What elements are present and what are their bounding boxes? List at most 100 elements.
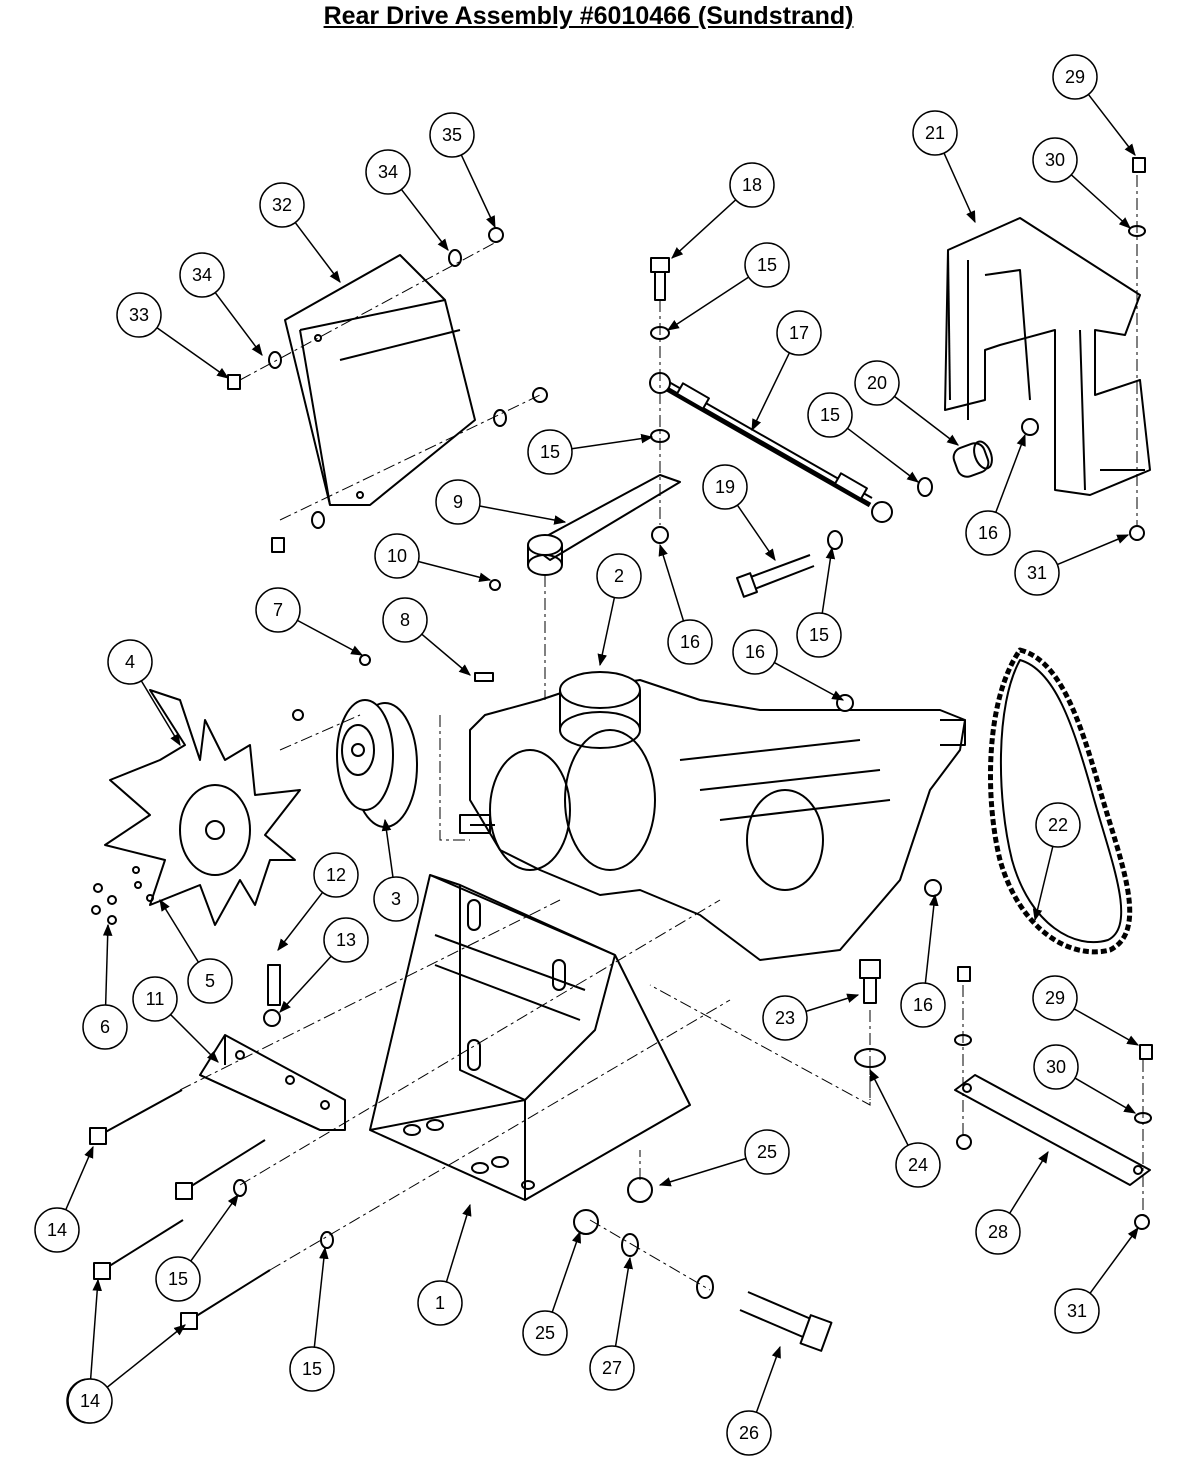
callout-circle [255, 587, 301, 633]
leader-line-31 [1089, 1227, 1139, 1294]
callout-number: 27 [602, 1358, 622, 1378]
callout-circle [365, 149, 411, 195]
callout-circle [796, 612, 842, 658]
callout-25: 25 [522, 1310, 568, 1356]
leader-line-31 [1057, 534, 1130, 566]
plate-28 [954, 1074, 1151, 1186]
bolt-19 [736, 554, 815, 598]
callout-number: 34 [378, 162, 398, 182]
callout-15: 15 [289, 1346, 335, 1392]
chain-22 [987, 647, 1133, 955]
leader-lines [65, 93, 1140, 1413]
callout-16: 16 [732, 629, 778, 675]
callout-9: 9 [435, 479, 481, 525]
leader-line-21 [943, 152, 976, 224]
callout-circle [900, 982, 946, 1028]
leader-line-13 [279, 955, 332, 1013]
callout-circle [1032, 137, 1078, 183]
fan-4 [104, 689, 301, 926]
callout-2: 2 [596, 553, 642, 599]
callout-number: 23 [775, 1008, 795, 1028]
leader-line-16 [924, 893, 939, 984]
callout-number: 13 [336, 930, 356, 950]
leader-line-32 [294, 222, 341, 283]
callout-number: 7 [273, 600, 283, 620]
callout-circle [1054, 1288, 1100, 1334]
callout-number: 22 [1048, 815, 1068, 835]
callout-circle [82, 1004, 128, 1050]
callout-circle [179, 252, 225, 298]
callout-circle [1014, 550, 1060, 596]
callout-circle [116, 292, 162, 338]
callout-number: 16 [745, 642, 765, 662]
callout-number: 19 [715, 477, 735, 497]
leader-line-16 [995, 433, 1026, 513]
callout-15: 15 [807, 392, 853, 438]
leader-line-15 [313, 1246, 329, 1348]
callout-8: 8 [382, 597, 428, 643]
callout-number: 31 [1067, 1301, 1087, 1321]
callout-circle [1032, 975, 1078, 1021]
callout-number: 29 [1045, 988, 1065, 1008]
callout-18: 18 [729, 162, 775, 208]
leader-line-34 [214, 292, 263, 356]
callout-circle [429, 112, 475, 158]
callout-circle [1035, 802, 1081, 848]
callout-number: 16 [913, 995, 933, 1015]
callout-circle [589, 1345, 635, 1391]
callout-number: 15 [809, 625, 829, 645]
leader-line-23 [805, 993, 860, 1013]
leader-line-11 [170, 1014, 219, 1063]
callout-circle [895, 1142, 941, 1188]
callout-35: 35 [429, 112, 475, 158]
leader-line-27 [614, 1256, 633, 1347]
callout-number: 28 [988, 1222, 1008, 1242]
callout-number: 30 [1045, 150, 1065, 170]
callout-circle [744, 242, 790, 288]
callout-11: 11 [132, 976, 178, 1022]
callout-circle [132, 976, 178, 1022]
callout-26: 26 [726, 1410, 772, 1456]
callout-number: 8 [400, 610, 410, 630]
leader-line-4 [140, 680, 181, 747]
long-bolts-14 [89, 1089, 271, 1330]
callout-circle [596, 553, 642, 599]
callout-circle [155, 1256, 201, 1302]
leader-line-6 [102, 923, 113, 1006]
callout-16: 16 [667, 619, 713, 665]
leader-line-19 [736, 504, 776, 561]
callout-circle [965, 510, 1011, 556]
callout-number: 3 [391, 889, 401, 909]
callout-circle [323, 917, 369, 963]
callout-number: 4 [125, 652, 135, 672]
callout-circle [289, 1346, 335, 1392]
callout-circle [732, 629, 778, 675]
leader-line-14 [89, 1278, 102, 1380]
callout-number: 30 [1046, 1057, 1066, 1077]
callout-circle [417, 1280, 463, 1326]
callout-28: 28 [975, 1209, 1021, 1255]
callout-number: 5 [205, 971, 215, 991]
callout-circle [1052, 54, 1098, 100]
leader-line-15 [190, 1194, 239, 1262]
spacer-20 [952, 440, 993, 478]
cover-plate-32 [284, 254, 476, 506]
leader-line-29 [1087, 93, 1136, 156]
centerlines [179, 175, 1144, 1291]
callout-number: 24 [908, 1155, 928, 1175]
callout-number: 14 [80, 1391, 100, 1411]
callout-number: 15 [540, 442, 560, 462]
callout-number: 17 [789, 323, 809, 343]
callout-10: 10 [374, 533, 420, 579]
callout-32: 32 [259, 182, 305, 228]
pulley-3 [336, 699, 418, 828]
callout-29: 29 [1052, 54, 1098, 100]
callout-number: 31 [1027, 563, 1047, 583]
leader-line-16 [773, 661, 845, 701]
angle-bracket-11 [199, 1034, 346, 1131]
callout-circle [313, 852, 359, 898]
callout-number: 18 [742, 175, 762, 195]
hardware [91, 157, 1153, 1299]
